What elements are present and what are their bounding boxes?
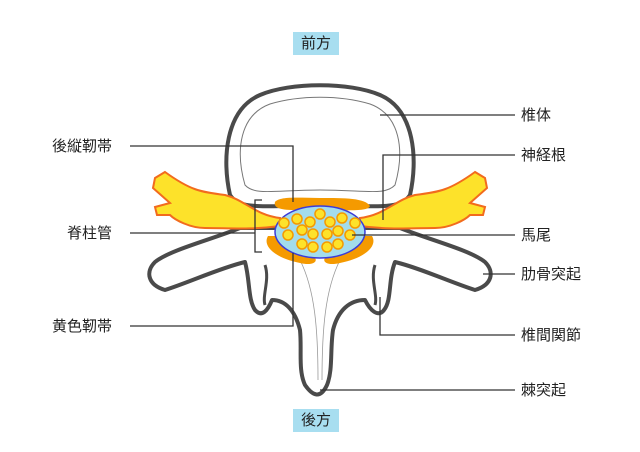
label-vertebral-body: 椎体 [521,106,552,124]
cauda-equina [278,208,361,253]
label-nerve-root: 神経根 [521,146,567,164]
posterior-arch [147,226,493,397]
label-ligamentum-flavum: 黄色靭帯 [52,317,113,335]
front-direction-label: 前方 [293,32,340,55]
label-cauda-equina: 馬尾 [521,226,552,244]
label-costal-process: 肋骨突起 [521,265,582,283]
label-spinous-process: 棘突起 [521,381,567,399]
label-spinal-canal: 脊柱管 [67,224,113,242]
back-direction-label: 後方 [293,409,340,432]
label-posterior-longitudinal-ligament: 後縦靭帯 [52,137,113,155]
leader-lines [130,114,515,391]
posterior-longitudinal-ligament [274,197,370,211]
label-facet-joint: 椎間関節 [521,326,582,344]
